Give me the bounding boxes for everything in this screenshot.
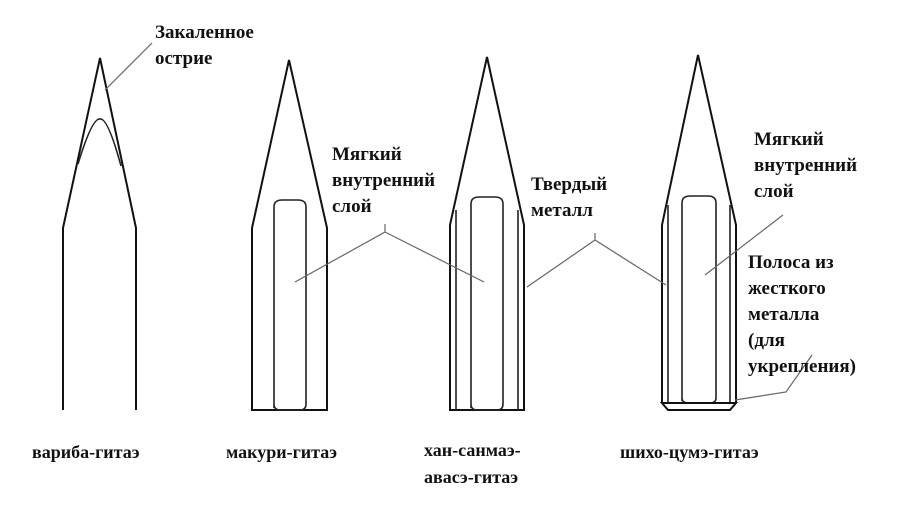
leader-hard-strip xyxy=(734,354,813,401)
label-hardened-tip: Закаленное острие xyxy=(155,20,254,72)
label-line: металл xyxy=(531,200,593,221)
label-line: острие xyxy=(155,48,213,69)
label-line: Полоса из xyxy=(748,252,834,273)
caption-shiho-zume: шихо-цумэ-гитаэ xyxy=(620,442,759,462)
leader-hard-metal xyxy=(526,233,667,288)
label-line: укрепления) xyxy=(748,356,856,377)
label-hard-metal: Твердый металл xyxy=(531,172,607,224)
label-line: Закаленное xyxy=(155,22,254,43)
label-line: Мягкий xyxy=(754,129,824,150)
label-line: слой xyxy=(332,196,372,217)
label-hard-strip: Полоса из жесткого металла (для укреплен… xyxy=(748,250,856,380)
label-line: жесткого xyxy=(748,278,826,299)
label-soft-core-left: Мягкий внутренний слой xyxy=(332,142,435,220)
blade-shiho-zume xyxy=(659,54,739,411)
caption-line: хан-санмаэ- xyxy=(424,440,521,460)
caption-line: авасэ-гитаэ xyxy=(424,467,519,487)
caption-sanmai: хан-санмаэ- авасэ-гитаэ xyxy=(424,437,521,491)
caption-makuri: макури-гитаэ xyxy=(226,442,338,462)
label-line: Мягкий xyxy=(332,144,402,165)
blade-makuri xyxy=(251,59,328,411)
label-line: слой xyxy=(754,181,794,202)
leader-soft-core-left xyxy=(294,224,485,283)
leader-hardened-tip xyxy=(104,42,153,91)
caption-wariba: вариба-гитаэ xyxy=(32,442,140,462)
label-line: Твердый xyxy=(531,174,608,195)
label-soft-core-right: Мягкий внутренний слой xyxy=(754,127,857,205)
blade-wariba xyxy=(62,57,137,410)
label-line: (для xyxy=(748,330,785,351)
blade-sanmai xyxy=(449,56,525,411)
leader-soft-core-right xyxy=(704,214,784,276)
label-line: металла xyxy=(748,304,820,325)
label-line: внутренний xyxy=(332,170,436,191)
label-line: внутренний xyxy=(754,155,858,176)
